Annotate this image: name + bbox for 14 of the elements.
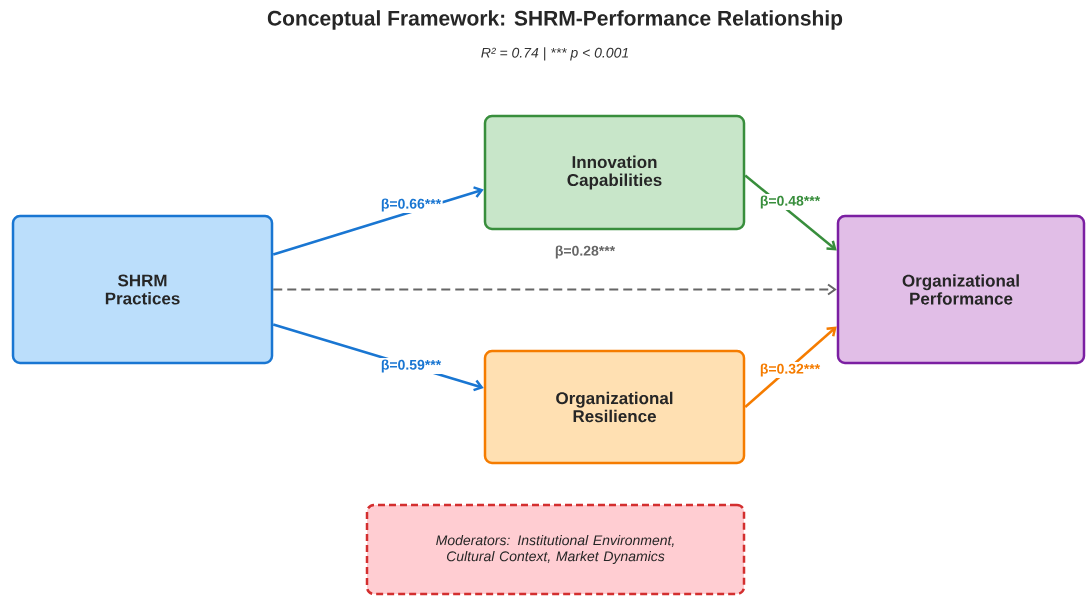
edge-label: β=0.59***: [379, 357, 443, 374]
moderator-box: Moderators: Institutional Environment, Cultural Context, Market Dynamics: [365, 503, 746, 596]
process-box: SHRM Practices: [11, 214, 274, 365]
subtitle: R² = 0.74 | *** p < 0.001: [481, 47, 628, 61]
arrow: [272, 283, 837, 296]
process-box: Organizational Performance: [836, 214, 1086, 365]
edge-label: β=0.32***: [758, 361, 822, 378]
title: Conceptual Framework: SHRM-Performance Relationship: [267, 10, 843, 30]
edge-label: β=0.48***: [758, 193, 822, 210]
process-box: Organizational Resilience: [483, 349, 746, 465]
edge-label: β=0.28***: [553, 243, 617, 260]
edge-label: β=0.66***: [379, 196, 443, 213]
arrow: [744, 326, 837, 408]
process-box: Innovation Capabilities: [483, 114, 746, 231]
